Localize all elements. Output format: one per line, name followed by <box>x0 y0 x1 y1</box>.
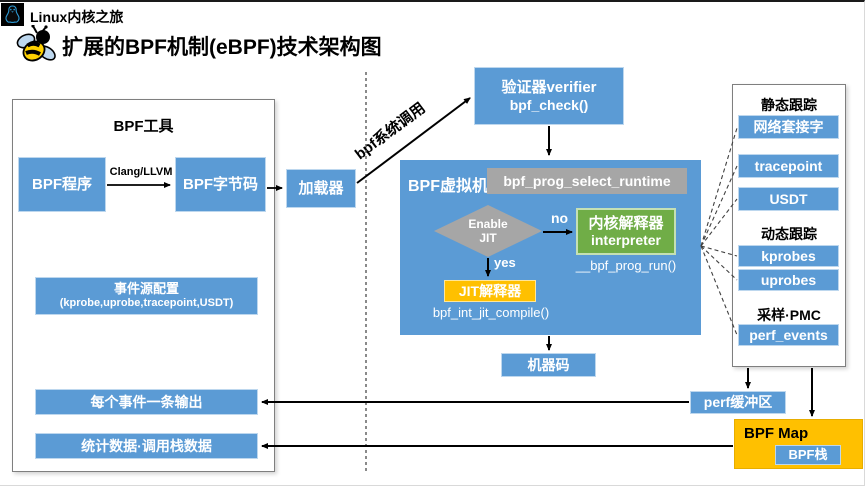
stats-output-box: 统计数据·调用栈数据 <box>35 433 258 459</box>
interpreter-line2: interpreter <box>590 232 662 249</box>
ebpf-bee-icon <box>15 24 59 65</box>
interpreter-line1: 内核解释器 <box>588 214 664 232</box>
event-source-box: 事件源配置 (kprobe,uprobe,tracepoint,USDT) <box>35 277 258 315</box>
event-source-line2: (kprobe,uprobe,tracepoint,USDT) <box>59 297 234 310</box>
linux-penguin-icon <box>1 3 24 26</box>
loader-box: 加载器 <box>286 169 356 208</box>
perf-buffer-box: perf缓冲区 <box>690 391 786 414</box>
bpf-vm-title: BPF虚拟机 <box>408 178 489 195</box>
static-tracing-heading: 静态跟踪 <box>761 97 817 113</box>
verifier-line2: bpf_check() <box>509 96 589 113</box>
bpf-program-box: BPF程序 <box>18 157 106 212</box>
enable-jit-line2: JIT <box>479 231 497 245</box>
bpf-stack-box: BPF栈 <box>775 445 841 465</box>
bpf-map-box: BPF Map BPF栈 <box>734 419 863 469</box>
bpf-syscall-label: bpf系统调用 <box>351 99 429 164</box>
no-label: no <box>551 210 569 226</box>
verifier-box: 验证器verifier bpf_check() <box>474 67 624 125</box>
page-title: 扩展的BPF机制(eBPF)技术架构图 <box>62 36 382 59</box>
interpreter-fn-label: __bpf_prog_run() <box>575 258 677 273</box>
bpf-tools-title: BPF工具 <box>113 118 174 135</box>
kprobes-box: kprobes <box>738 245 839 267</box>
yes-label: yes <box>494 255 516 270</box>
usdt-box: USDT <box>738 187 839 211</box>
enable-jit-line1: Enable <box>468 216 508 231</box>
jit-box: JIT解释器 <box>444 280 536 302</box>
bpf-bytecode-box: BPF字节码 <box>175 157 266 212</box>
uprobes-box: uprobes <box>738 269 839 291</box>
per-event-output-box: 每个事件一条输出 <box>35 389 258 415</box>
bpf-map-title: BPF Map <box>744 425 809 442</box>
jit-fn-label: bpf_int_jit_compile() <box>432 305 550 320</box>
brand-text: Linux内核之旅 <box>30 9 124 25</box>
machine-code-box: 机器码 <box>501 353 596 377</box>
event-source-line1: 事件源配置 <box>113 281 179 297</box>
sampling-heading: 采样·PMC <box>757 307 821 323</box>
runtime-fn-box: bpf_prog_select_runtime <box>487 168 687 194</box>
perf-events-box: perf_events <box>738 324 839 346</box>
compiler-label: Clang/LLVM <box>109 166 173 178</box>
verifier-line1: 验证器verifier <box>501 79 597 97</box>
socket-box: 网络套接字 <box>738 115 839 139</box>
dynamic-tracing-heading: 动态跟踪 <box>761 226 817 242</box>
interpreter-box: 内核解释器 interpreter <box>576 208 676 255</box>
tracepoint-box: tracepoint <box>738 154 839 178</box>
